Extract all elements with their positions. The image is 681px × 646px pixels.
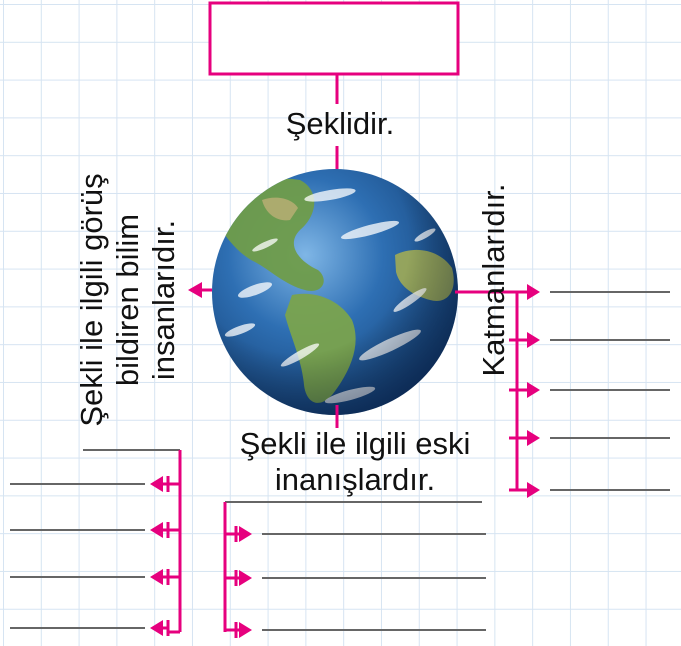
arrow-head-icon (527, 430, 540, 446)
arrow-head-icon (239, 570, 252, 586)
bottom-label-line-2: inanışlardır. (274, 462, 436, 497)
left-connector (188, 282, 212, 298)
arrow-head-icon (527, 382, 540, 398)
arrow-head-icon (188, 282, 202, 298)
left-branch-items (10, 476, 180, 636)
arrow-head-icon (150, 569, 163, 585)
bottom-label: Şekli ile ilgili eski inanışlardır. (205, 426, 505, 498)
left-label-line-1: Şekli ile ilgili görüş (74, 173, 109, 427)
left-label: Şekli ile ilgili görüş bildiren bilim in… (74, 160, 182, 440)
right-branch-items (509, 284, 670, 498)
right-label: Katmanlarıdır. (476, 183, 511, 377)
bottom-label-line-1: Şekli ile ilgili eski (239, 426, 471, 461)
arrow-head-icon (150, 476, 163, 492)
arrow-head-icon (239, 622, 252, 638)
earth-globe-icon (212, 169, 458, 415)
arrow-head-icon (150, 620, 163, 636)
top-answer-box[interactable] (208, 1, 460, 76)
arrow-head-icon (527, 482, 540, 498)
left-label-line-3: insanlarıdır. (146, 219, 181, 381)
arrow-head-icon (527, 284, 540, 300)
arrow-head-icon (239, 526, 252, 542)
top-label: Şeklidir. (285, 106, 395, 141)
arrow-head-icon (527, 332, 540, 348)
arrow-head-icon (150, 522, 163, 538)
left-label-line-2: bildiren bilim (110, 213, 145, 387)
bottom-branch-items (225, 526, 486, 638)
